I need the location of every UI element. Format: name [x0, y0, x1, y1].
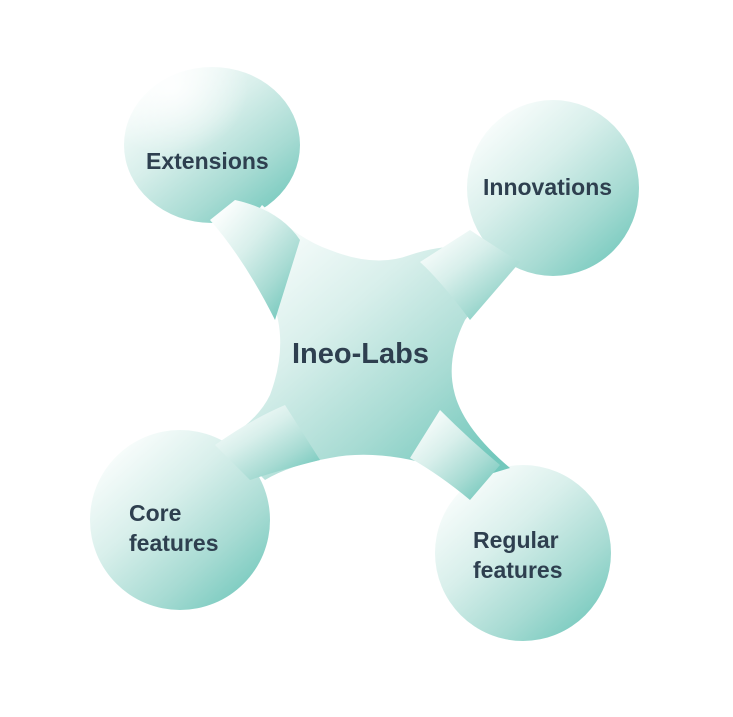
arm-top-right [420, 230, 520, 320]
four-lobe-shape [90, 50, 639, 641]
lobe-label-line: Extensions [146, 148, 269, 174]
lobe-label-innovations: Innovations [483, 172, 612, 202]
lobe-label-line: features [473, 557, 563, 583]
arm-bottom-right [410, 410, 500, 500]
center-label: Ineo-Labs [292, 338, 429, 370]
lobe-bottom-right [435, 465, 611, 641]
lobe-top-right [467, 100, 639, 276]
arm-bottom-left [215, 405, 320, 480]
lobe-label-line: Regular [473, 527, 559, 553]
lobe-label-line: Core [129, 500, 182, 526]
lobe-label-extensions: Extensions [146, 146, 269, 176]
lobe-label-regular-features: Regular features [473, 525, 562, 585]
lobe-label-core-features: Core features [129, 498, 218, 558]
lobe-bottom-left [90, 430, 270, 610]
lobe-label-line: features [129, 530, 219, 556]
highlight [110, 50, 330, 250]
lobe-label-line: Innovations [483, 174, 613, 200]
